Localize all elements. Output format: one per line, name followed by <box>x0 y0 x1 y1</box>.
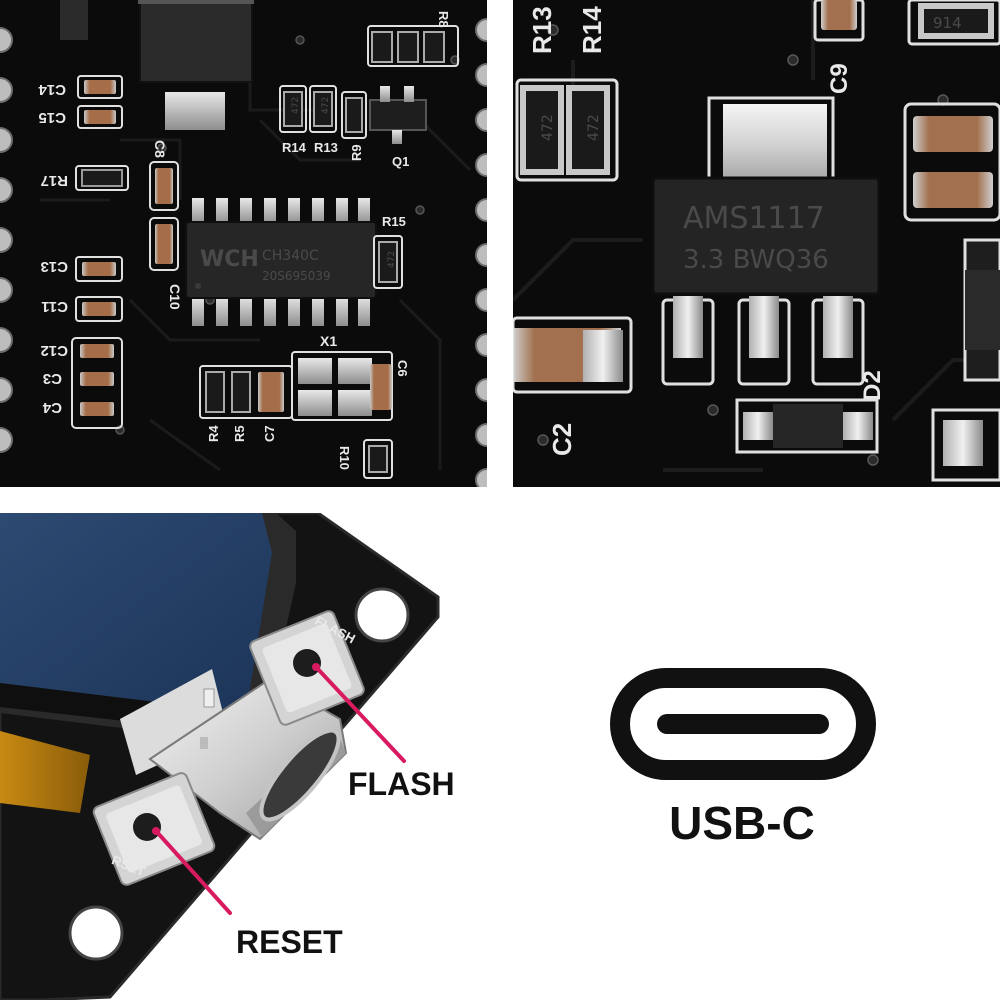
label-r9: R9 <box>349 144 364 161</box>
usb-serial-chip: WCH CH340C 20S695039 <box>185 198 377 326</box>
label-r13: R13 <box>527 6 557 54</box>
label-c2: C2 <box>547 423 577 456</box>
label-r15: R15 <box>382 214 406 229</box>
label-c14: C14 <box>38 81 66 98</box>
mounting-hole <box>354 587 410 643</box>
label-c7: C7 <box>262 425 277 442</box>
chip-marking-model: CH340C <box>262 248 319 264</box>
label-r4: R4 <box>206 425 221 442</box>
label-r13: R13 <box>314 140 338 155</box>
capacitor-c15 <box>77 105 123 129</box>
svg-text:472: 472 <box>291 97 301 114</box>
svg-text:472: 472 <box>387 251 397 268</box>
label-c13: C13 <box>40 258 68 275</box>
pcb-usb-chip-illustration: C14 C15 R17 C13 C11 C12 C3 C4 C8 C10 <box>0 0 487 487</box>
callout-flash: FLASH <box>348 766 455 802</box>
regulator-marking-model: AMS1117 <box>683 201 825 236</box>
pcb-closeup-usb-chip-panel: C14 C15 R17 C13 C11 C12 C3 C4 C8 C10 <box>0 0 487 487</box>
svg-text:472: 472 <box>321 97 331 114</box>
usb-c-icon-panel: USB-C <box>513 513 1000 1000</box>
label-r14: R14 <box>577 6 607 54</box>
capacitor-c14 <box>77 75 123 99</box>
label-c10: C10 <box>167 284 183 310</box>
board-buttons-illustration: FLASH RSET FLASH RESET <box>0 513 455 1000</box>
label-c3: C3 <box>43 370 62 387</box>
svg-text:472: 472 <box>586 114 602 141</box>
usb-c-port-icon <box>610 668 876 780</box>
pcb-regulator-illustration: R13 R14 472 472 AMS1117 3.3 BWQ36 C9 914 <box>513 0 1000 482</box>
callout-lines <box>152 663 406 915</box>
label-c12: C12 <box>40 342 68 359</box>
usb-c-label: USB-C <box>669 797 815 849</box>
label-c8: C8 <box>152 140 168 158</box>
mounting-hole <box>68 905 124 961</box>
pcb-closeup-regulator-panel: R13 R14 472 472 AMS1117 3.3 BWQ36 C9 914 <box>513 0 1000 487</box>
chip-marking-batch: 20S695039 <box>262 269 331 283</box>
label-c4: C4 <box>42 399 62 416</box>
svg-text:472: 472 <box>540 114 556 141</box>
label-r8: R8 <box>436 11 451 28</box>
svg-text:914: 914 <box>933 14 962 32</box>
oled-screen <box>0 513 272 713</box>
label-d2: D2 <box>859 370 886 401</box>
label-r10: R10 <box>337 446 352 470</box>
label-c6: C6 <box>395 360 410 377</box>
label-c15: C15 <box>38 109 66 126</box>
flash-button <box>249 610 365 726</box>
label-r5: R5 <box>232 425 247 442</box>
callout-reset: RESET <box>236 924 343 960</box>
label-r14: R14 <box>282 140 307 155</box>
label-q1: Q1 <box>392 154 409 169</box>
regulator-marking-voltage: 3.3 BWQ36 <box>683 245 829 275</box>
label-r17: R17 <box>40 172 68 189</box>
label-c9: C9 <box>826 63 853 94</box>
label-c11: C11 <box>41 298 68 315</box>
label-x1: X1 <box>320 333 337 349</box>
board-buttons-closeup-panel: FLASH RSET FLASH RESET <box>0 513 487 1000</box>
chip-logo: WCH <box>200 247 259 272</box>
usb-c-illustration: USB-C <box>610 668 876 849</box>
voltage-regulator: AMS1117 3.3 BWQ36 <box>651 96 881 386</box>
